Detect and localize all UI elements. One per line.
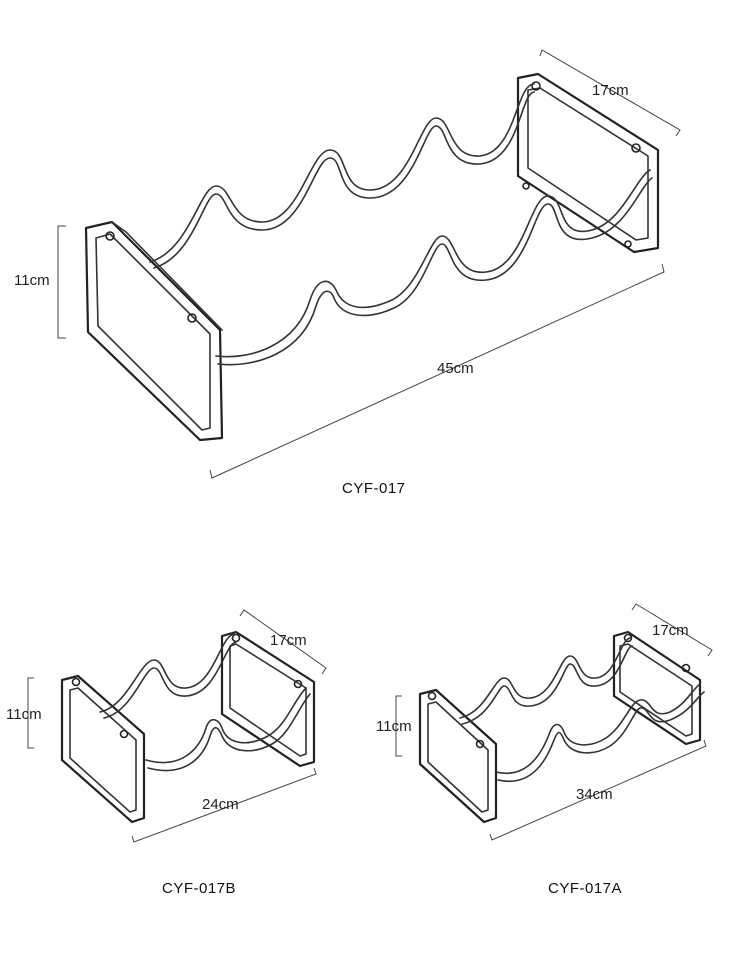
rack-cyf-017b-back-frame	[220, 630, 316, 768]
cyf-017a-model-label: CYF-017A	[548, 880, 623, 897]
cyf-017-depth-label: 17cm	[592, 82, 629, 99]
cyf-017-length-label: 45cm	[437, 360, 474, 377]
cyf-017-model-label: CYF-017	[342, 480, 406, 497]
rack-cyf-017a-depth-dim	[631, 603, 713, 657]
rack-cyf-017-back-frame	[516, 72, 660, 254]
rack-cyf-017-back-wave	[149, 83, 535, 263]
rack-cyf-017b-height-dim	[27, 677, 34, 749]
cyf-017a-length-label: 34cm	[576, 786, 613, 803]
rack-cyf-017-height-dim	[57, 225, 66, 339]
rack-cyf-017a-front-frame	[418, 688, 498, 824]
rack-cyf-017-depth-dim	[539, 49, 681, 137]
rack-cyf-017b-front-frame	[60, 674, 146, 824]
rack-cyf-017-front-frame	[84, 220, 224, 442]
rack-cyf-017b-depth-dim	[239, 609, 327, 675]
cyf-017b-length-label: 24cm	[202, 796, 239, 813]
cyf-017b-height-label: 11cm	[6, 706, 42, 723]
cyf-017a-depth-label: 17cm	[652, 622, 689, 639]
cyf-017a-height-label: 11cm	[376, 718, 412, 735]
cyf-017-height-label: 11cm	[14, 272, 50, 289]
rack-cyf-017a-height-dim	[395, 695, 402, 757]
rack-cyf-017-front-wave	[215, 169, 651, 358]
rack-cyf-017a-length-dim	[489, 739, 707, 841]
cyf-017b-depth-label: 17cm	[270, 632, 307, 649]
rack-cyf-017	[57, 49, 681, 479]
rack-cyf-017a-back-frame	[612, 630, 702, 746]
rack-cyf-017a	[395, 603, 713, 841]
rack-cyf-017-length-dim	[209, 263, 665, 479]
rack-cyf-017b-length-dim	[131, 767, 317, 843]
cyf-017b-model-label: CYF-017B	[162, 880, 237, 897]
rack-cyf-017b	[27, 609, 327, 843]
